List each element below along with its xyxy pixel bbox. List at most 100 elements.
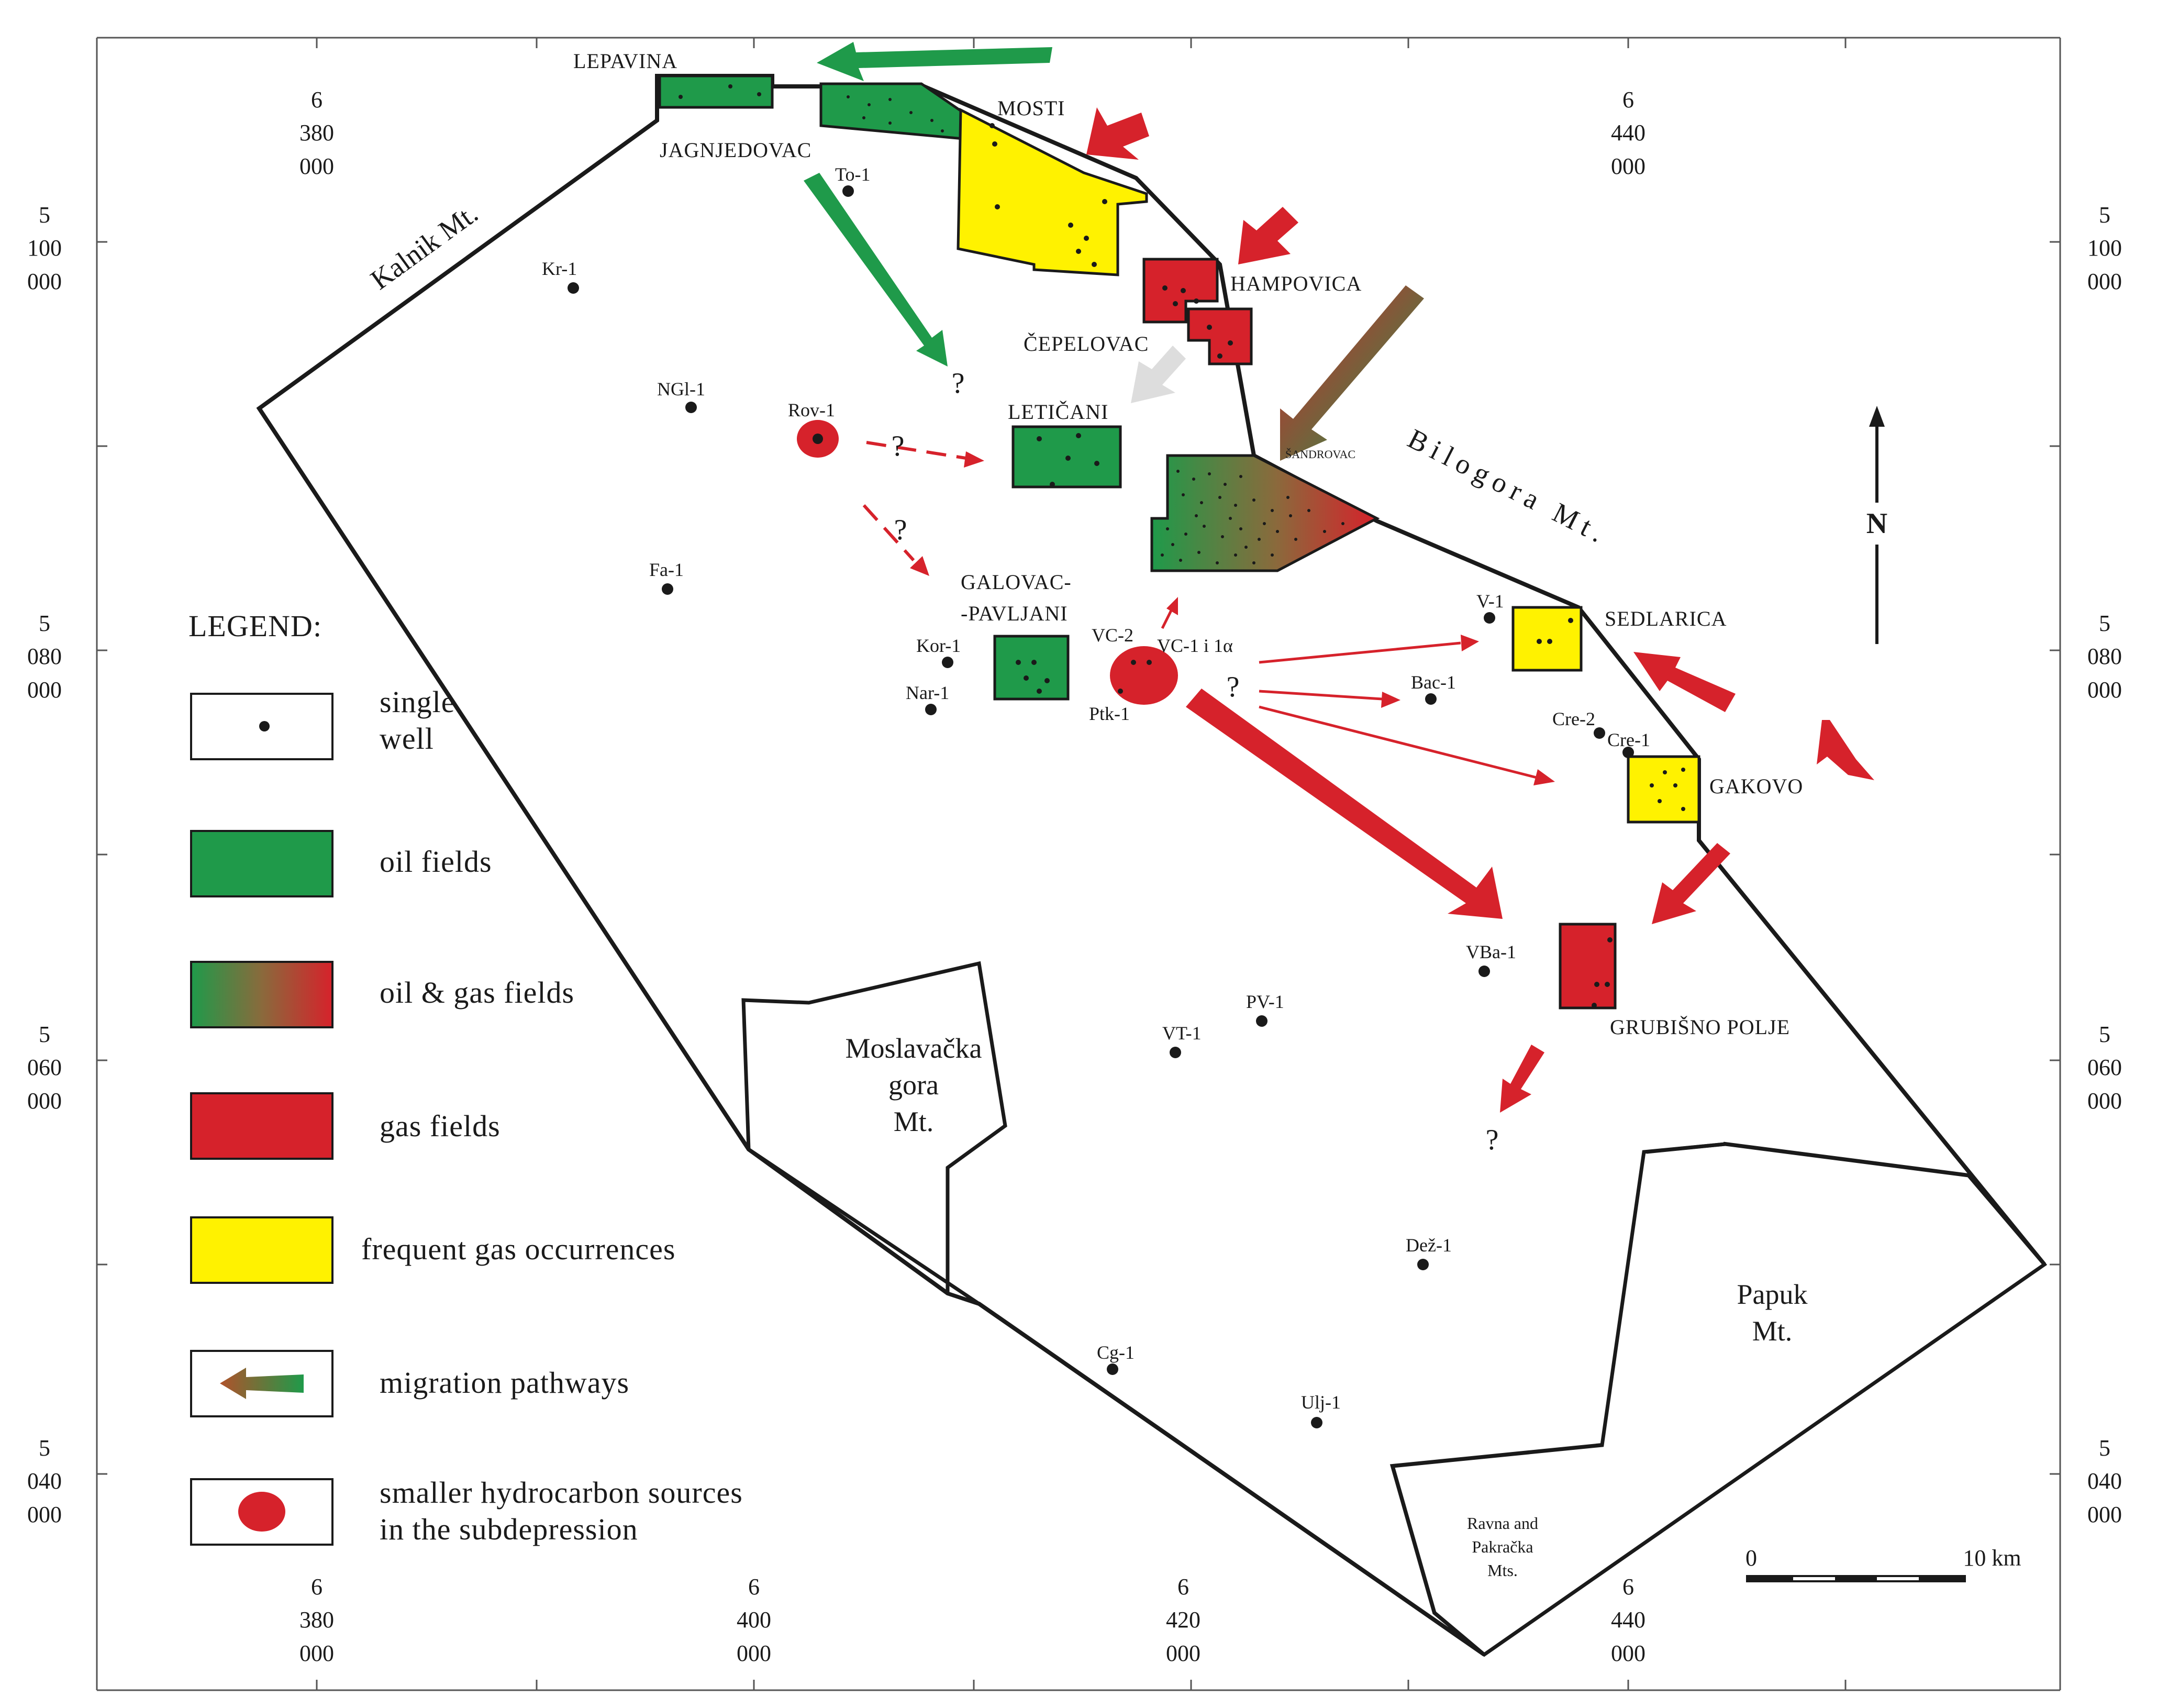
migration-arrow-icon bbox=[220, 1368, 304, 1399]
red-migration-arrow-gakovo-east bbox=[1817, 720, 1874, 780]
svg-text:380: 380 bbox=[299, 1607, 334, 1633]
svg-text:Nar-1: Nar-1 bbox=[906, 682, 949, 703]
legend-oil-gas-fields: oil & gas fields bbox=[190, 961, 574, 1028]
question-mark-rov-galovac: ? bbox=[894, 514, 907, 546]
svg-text:440: 440 bbox=[1611, 1607, 1645, 1633]
red-migration-arrow-bac1 bbox=[1259, 690, 1383, 701]
papuk-polygon bbox=[1390, 1142, 2048, 1657]
svg-text:VC-1 i 1α: VC-1 i 1α bbox=[1157, 635, 1233, 656]
red-migration-arrow-hampovica bbox=[1238, 207, 1298, 264]
svg-text:5: 5 bbox=[2099, 202, 2110, 228]
svg-text:Pakračka: Pakračka bbox=[1472, 1537, 1533, 1556]
svg-text:060: 060 bbox=[27, 1055, 62, 1080]
papuk-boundary-west bbox=[1646, 1142, 1726, 1154]
svg-text:Fa-1: Fa-1 bbox=[649, 559, 684, 580]
svg-text:Ulj-1: Ulj-1 bbox=[1301, 1392, 1341, 1413]
svg-text:Bac-1: Bac-1 bbox=[1411, 672, 1456, 693]
svg-text:VC-2: VC-2 bbox=[1092, 625, 1133, 646]
svg-text:5: 5 bbox=[39, 202, 50, 228]
well-kr-1: Kr-1 bbox=[542, 258, 579, 294]
north-arrow: N bbox=[1856, 406, 1898, 644]
moslavacka-gora-polygon bbox=[741, 961, 1007, 1306]
well-rov-1: Rov-1 bbox=[788, 400, 835, 420]
hydrocarbon-sources bbox=[797, 420, 1178, 705]
question-mark-south: ? bbox=[1486, 1124, 1499, 1156]
scale-start-label: 0 bbox=[1745, 1545, 1757, 1571]
well-kor-1: Kor-1 bbox=[916, 635, 961, 668]
svg-text:440: 440 bbox=[1611, 120, 1645, 146]
legend-single-well: single well bbox=[190, 685, 455, 760]
svg-text:000: 000 bbox=[27, 269, 62, 294]
question-mark-rov-leticani: ? bbox=[892, 430, 905, 462]
migration-pathways bbox=[804, 42, 1874, 1113]
svg-text:5: 5 bbox=[39, 611, 50, 636]
svg-text:400: 400 bbox=[737, 1607, 771, 1633]
red-migration-arrow-v1 bbox=[1259, 641, 1461, 664]
svg-text:000: 000 bbox=[737, 1640, 771, 1666]
svg-text:6: 6 bbox=[1177, 1574, 1189, 1600]
well-ngl-1: NGl-1 bbox=[657, 379, 705, 413]
svg-text:5: 5 bbox=[2099, 1022, 2110, 1047]
well-bac-1: Bac-1 bbox=[1411, 672, 1456, 705]
svg-text:Kor-1: Kor-1 bbox=[916, 635, 961, 656]
red-migration-arrow-mosti bbox=[1086, 107, 1149, 160]
svg-text:in the subdepression: in the subdepression bbox=[380, 1512, 638, 1546]
well-cg-1: Cg-1 bbox=[1097, 1342, 1135, 1375]
svg-text:Mt.: Mt. bbox=[1752, 1315, 1793, 1347]
legend-gas-occurrences: frequent gas occurrences bbox=[190, 1216, 675, 1284]
galovac-pavljani-oil-field bbox=[993, 635, 1070, 701]
svg-text:000: 000 bbox=[1166, 1640, 1200, 1666]
gradient-migration-arrow-sandrovac bbox=[1280, 285, 1424, 461]
svg-text:Papuk: Papuk bbox=[1737, 1279, 1808, 1310]
well-cre-1: Cre-1 bbox=[1607, 729, 1650, 758]
green-migration-arrow-lepavina bbox=[817, 42, 1052, 81]
well-vba-1: VBa-1 bbox=[1466, 941, 1516, 977]
svg-text:000: 000 bbox=[2087, 1502, 2122, 1527]
svg-text:000: 000 bbox=[1611, 153, 1645, 179]
svg-text:6: 6 bbox=[311, 87, 323, 113]
svg-text:000: 000 bbox=[27, 677, 62, 703]
well-vc-2: VC-2 bbox=[1092, 625, 1133, 646]
mosti-label: MOSTI bbox=[997, 96, 1065, 120]
galovac-label-line2: -PAVLJANI bbox=[961, 602, 1068, 625]
well-vt-1: VT-1 bbox=[1162, 1023, 1202, 1058]
svg-text:well: well bbox=[380, 722, 434, 756]
red-migration-arrow-main bbox=[1186, 689, 1503, 919]
well-vc-1: VC-1 i 1α bbox=[1157, 635, 1233, 656]
svg-text:420: 420 bbox=[1166, 1607, 1200, 1633]
jagnjedovac-label: JAGNJEDOVAC bbox=[660, 138, 811, 162]
field-well-dots bbox=[679, 84, 1685, 1008]
ravna-pakracka-label: Ravna and Pakračka Mts. bbox=[1467, 1514, 1538, 1580]
svg-text:PV-1: PV-1 bbox=[1246, 991, 1284, 1012]
svg-text:Ptk-1: Ptk-1 bbox=[1089, 703, 1130, 724]
vc-source bbox=[1110, 646, 1178, 705]
svg-text:VT-1: VT-1 bbox=[1162, 1023, 1202, 1044]
svg-text:Moslavačka: Moslavačka bbox=[846, 1033, 982, 1064]
grey-migration-arrow-cepelovac bbox=[1131, 346, 1186, 403]
red-migration-arrow-grubisno bbox=[1652, 843, 1730, 924]
papuk-label: Papuk Mt. bbox=[1737, 1279, 1808, 1347]
leticani-label: LETIČANI bbox=[1008, 400, 1108, 424]
svg-text:To-1: To-1 bbox=[835, 164, 870, 185]
green-migration-arrow-jagnjedovac bbox=[804, 173, 948, 367]
kalnik-label: Kalnik Mt. bbox=[365, 197, 484, 296]
red-migration-arrow-sedlarica bbox=[1633, 652, 1736, 712]
svg-text:000: 000 bbox=[1611, 1640, 1645, 1666]
svg-text:oil fields: oil fields bbox=[380, 845, 492, 879]
lepavina-label: LEPAVINA bbox=[573, 49, 677, 73]
map-frame bbox=[96, 37, 2061, 1691]
svg-text:060: 060 bbox=[2087, 1055, 2122, 1080]
svg-text:000: 000 bbox=[27, 1502, 62, 1527]
svg-text:VBa-1: VBa-1 bbox=[1466, 941, 1516, 962]
svg-text:Ravna and: Ravna and bbox=[1467, 1514, 1538, 1533]
svg-text:Rov-1: Rov-1 bbox=[788, 400, 835, 420]
sedlarica-gas-occurrence bbox=[1511, 606, 1583, 672]
svg-text:040: 040 bbox=[27, 1468, 62, 1494]
